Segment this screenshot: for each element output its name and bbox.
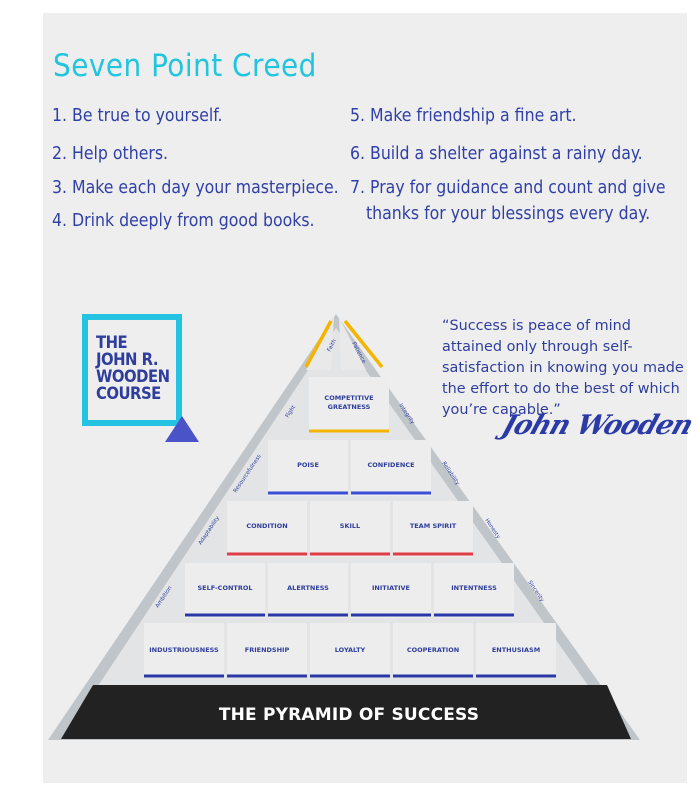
block-skill: [310, 501, 390, 557]
label-team-spirit: TEAM SPIRIT: [410, 522, 457, 530]
logo-triangle-icon: [165, 416, 199, 442]
block-condition: [227, 501, 307, 557]
logo-line-4: COURSE: [96, 384, 161, 403]
label-cooperation: COOPERATION: [407, 646, 459, 654]
apex-left-label: Faith: [326, 338, 338, 353]
pyramid-row-2: CONDITION SKILL TEAM SPIRIT Adaptability…: [198, 501, 501, 557]
label-poise: POISE: [297, 461, 319, 469]
block-initiative: [351, 563, 431, 618]
pyramid-title: THE PYRAMID OF SUCCESS: [219, 705, 479, 725]
label-intentness: INTENTNESS: [451, 584, 497, 592]
logo-line-3: WOODEN: [96, 367, 170, 386]
apex-right-block: [339, 317, 366, 370]
logo-line-1: THE: [96, 333, 128, 352]
block-confidence: [351, 440, 431, 496]
block-industriousness: [144, 623, 224, 678]
block-self-control: [185, 563, 265, 618]
creed-item-4: 4. Drink deeply from good books.: [52, 211, 315, 231]
label-industriousness: INDUSTRIOUSNESS: [149, 646, 219, 654]
pyramid-base-bar: [61, 685, 631, 739]
block-cooperation: [393, 623, 473, 678]
pyramid-row-0: INDUSTRIOUSNESS FRIENDSHIP LOYALTY COOPE…: [144, 623, 556, 678]
label-enthusiasm: ENTHUSIASM: [492, 646, 540, 654]
creed-item-7: 7. Pray for guidance and count and give: [350, 178, 666, 198]
wooden-course-logo: THE JOHN R. WOODEN COURSE: [82, 314, 199, 443]
label-competitive: COMPETITIVE: [324, 394, 373, 402]
creed-item-7-cont: thanks for your blessings every day.: [366, 204, 651, 224]
label-greatness: GREATNESS: [328, 403, 371, 411]
block-friendship: [227, 623, 307, 678]
block-alertness: [268, 563, 348, 618]
creed-item-2: 2. Help others.: [52, 144, 169, 164]
label-self-control: SELF-CONTROL: [197, 584, 252, 592]
block-competitive-greatness: [309, 377, 389, 432]
logo-text: THE JOHN R. WOODEN COURSE: [96, 334, 170, 402]
label-confidence: CONFIDENCE: [367, 461, 414, 469]
block-poise: [268, 440, 348, 496]
block-team-spirit: [393, 501, 473, 557]
creed-item-1: 1. Be true to yourself.: [52, 106, 223, 126]
block-intentness: [434, 563, 514, 618]
creed-item-3: 3. Make each day your masterpiece.: [52, 178, 339, 198]
label-friendship: FRIENDSHIP: [245, 646, 290, 654]
apex-right-stripe: [343, 319, 384, 369]
pyramid-row-4: COMPETITIVE GREATNESS Fight Integrity: [285, 377, 416, 433]
creed-item-5: 5. Make friendship a fine art.: [350, 106, 577, 126]
logo-box: [82, 314, 182, 426]
logo-line-2: JOHN R.: [96, 350, 159, 369]
block-loyalty: [310, 623, 390, 678]
creed-item-6: 6. Build a shelter against a rainy day.: [350, 144, 643, 164]
pyramid-apex: Faith Patience: [304, 317, 384, 370]
label-initiative: INITIATIVE: [372, 584, 410, 592]
signature: John Wooden: [497, 410, 697, 441]
wooden-quote: “Success is peace of mind attained only …: [442, 318, 684, 418]
label-condition: CONDITION: [246, 522, 287, 530]
apex-left-stripe: [304, 320, 333, 368]
block-enthusiasm: [476, 623, 556, 678]
creed-title: Seven Point Creed: [53, 48, 317, 84]
label-alertness: ALERTNESS: [287, 584, 329, 592]
label-skill: SKILL: [340, 522, 360, 530]
label-loyalty: LOYALTY: [335, 646, 366, 654]
